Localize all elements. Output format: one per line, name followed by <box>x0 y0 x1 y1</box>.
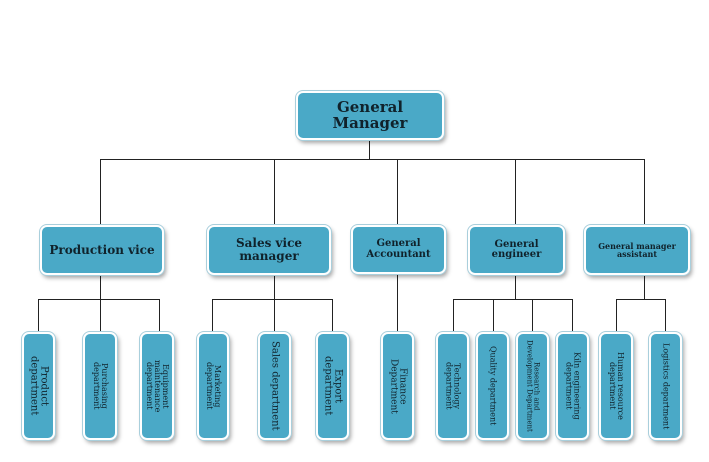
node-logistics-department: Logistics department <box>649 332 682 440</box>
node-label: Production vice <box>49 242 155 257</box>
connector-line <box>159 299 160 333</box>
node-label: Logistics department <box>661 342 671 430</box>
node-label: Purchasing department <box>92 362 109 410</box>
connector-line <box>665 299 666 333</box>
node-label: Export department <box>322 356 344 416</box>
connector-line <box>515 159 516 226</box>
node-marketing-department: Marketing department <box>197 332 229 440</box>
node-label: General Manager <box>332 97 408 132</box>
connector-line <box>38 299 39 333</box>
connector-line <box>100 299 101 333</box>
connector-line <box>616 299 617 333</box>
node-general-manager-assistant: General manager assistant <box>584 225 690 275</box>
node-quality-department: Quality department <box>476 332 509 440</box>
node-technology-department: Technology department <box>436 332 469 440</box>
node-export-department: Export department <box>316 332 349 440</box>
node-general-accountant: General Accountant <box>351 225 446 274</box>
node-label: Finance Department <box>388 358 408 414</box>
connector-line <box>515 276 516 299</box>
node-label: Kiln engineering department <box>564 352 582 420</box>
node-label: Product department <box>28 356 50 416</box>
node-purchasing-department: Purchasing department <box>83 332 117 440</box>
connector-line <box>274 276 275 299</box>
node-finance-department: Finance Department <box>381 332 414 440</box>
connector-line <box>397 159 398 226</box>
node-kiln-engineering-department: Kiln engineering department <box>556 332 589 440</box>
node-research-and-development-department: Research and Development Department <box>516 332 549 440</box>
connector-line <box>397 274 398 333</box>
node-label: Technology department <box>444 362 462 410</box>
connector-line <box>100 276 101 299</box>
connector-line <box>212 299 213 333</box>
node-label: General Accountant <box>366 238 431 260</box>
node-label: General manager assistant <box>598 240 676 259</box>
connector-line <box>616 299 666 300</box>
node-label: General engineer <box>491 238 542 260</box>
connector-line <box>453 299 573 300</box>
node-label: Sales vice manager <box>235 236 303 263</box>
node-label: Quality department <box>488 346 498 426</box>
node-label: Equipment maintenance department <box>145 359 170 413</box>
node-production-vice: Production vice <box>40 225 164 275</box>
node-sales-department: Sales department <box>258 332 291 440</box>
connector-line <box>212 299 333 300</box>
connector-line <box>38 299 160 300</box>
connector-line <box>369 140 370 160</box>
connector-line <box>332 299 333 333</box>
node-general-manager: General Manager <box>296 91 444 140</box>
connector-line <box>644 159 645 226</box>
node-equipment-maintenance-department: Equipment maintenance department <box>140 332 174 440</box>
node-product-department: Product department <box>22 332 55 440</box>
node-label: Marketing department <box>205 362 222 410</box>
connector-line <box>493 299 494 333</box>
connector-line <box>274 299 275 333</box>
connector-line <box>572 299 573 333</box>
node-label: Human resource department <box>608 352 625 420</box>
node-sales-vice-manager: Sales vice manager <box>207 225 331 275</box>
node-label: Sales department <box>269 341 281 431</box>
connector-line <box>100 159 101 226</box>
connector-line <box>644 276 645 299</box>
connector-line <box>453 299 454 333</box>
node-human-resource-department: Human resource department <box>599 332 633 440</box>
node-label: Research and Development Department <box>525 340 541 432</box>
node-general-engineer: General engineer <box>468 225 565 275</box>
connector-line <box>274 159 275 226</box>
connector-line <box>532 299 533 333</box>
connector-line <box>100 159 645 160</box>
